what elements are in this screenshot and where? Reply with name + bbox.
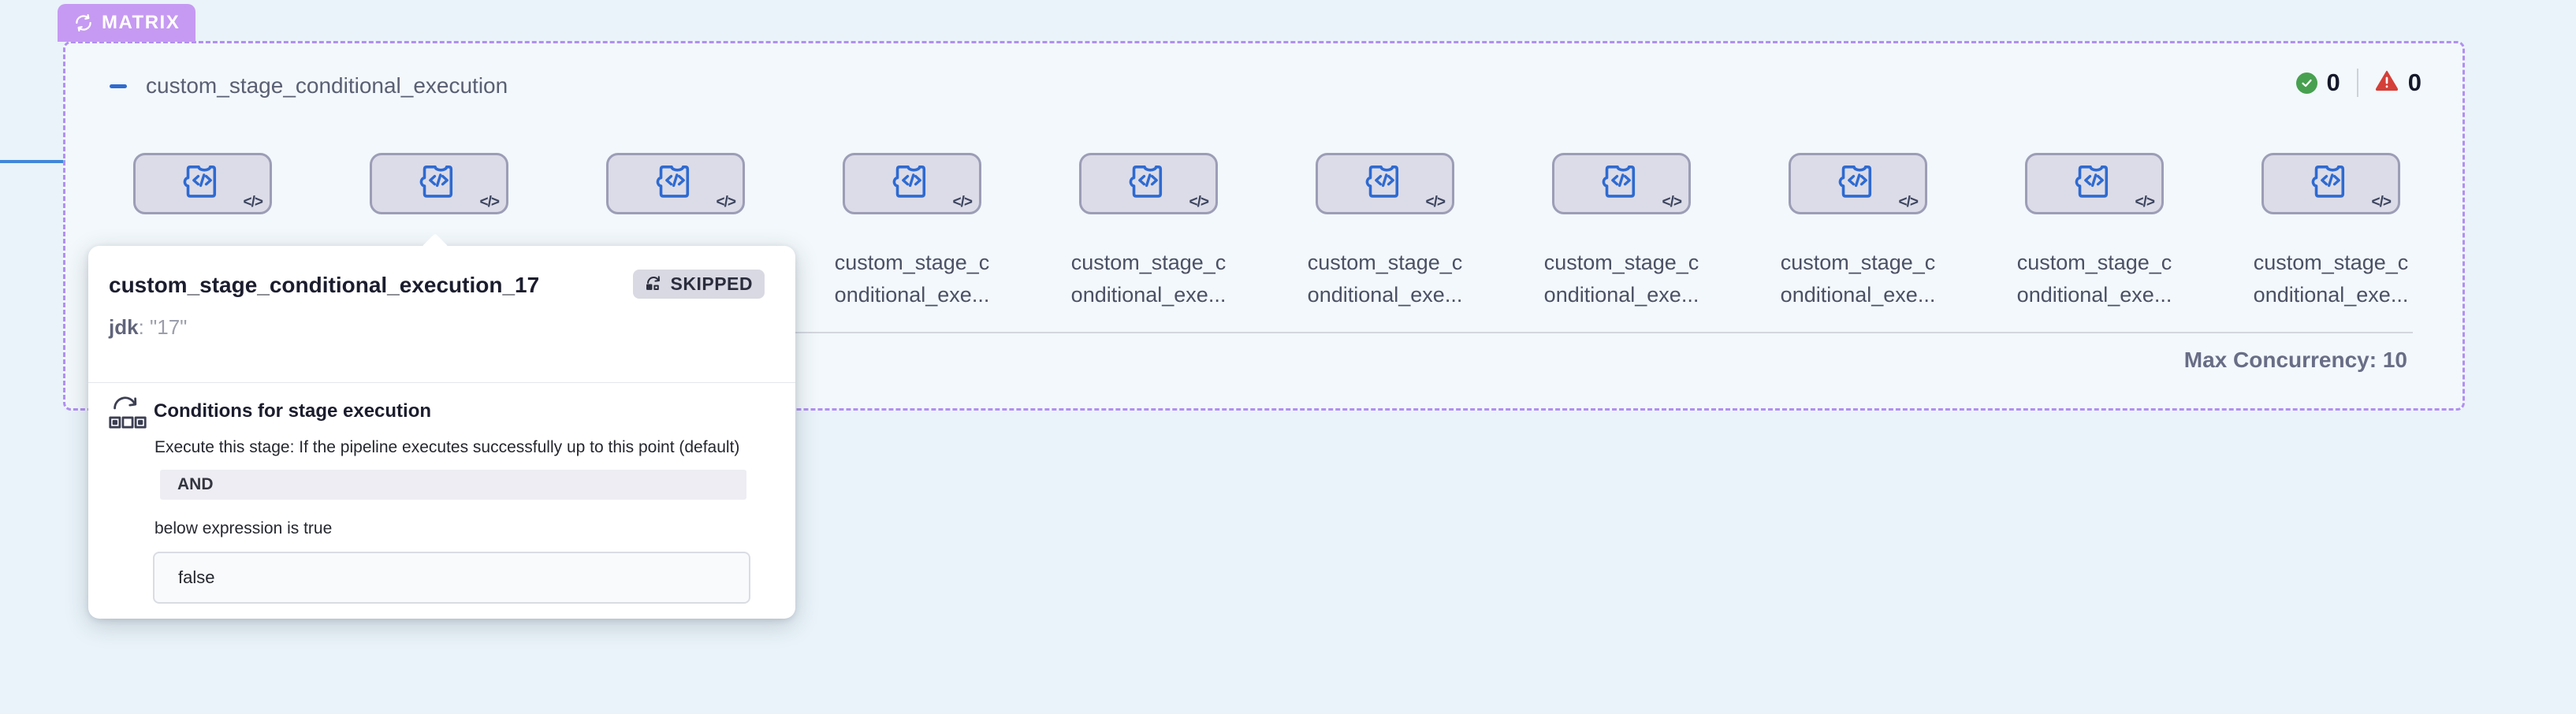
concurrency-divider <box>97 332 2413 333</box>
stage-label: custom_stage_c onditional_exe... <box>1070 251 1227 307</box>
stage-label: custom_stage_c onditional_exe... <box>1543 251 1699 307</box>
custom-stage-icon <box>1835 158 1878 205</box>
code-glyph-icon: </> <box>1662 194 1683 210</box>
code-glyph-icon: </> <box>243 194 264 210</box>
matrix-badge[interactable]: MATRIX <box>58 4 196 42</box>
status-divider <box>2356 69 2358 97</box>
stage-label: custom_stage_c onditional_exe... <box>2016 251 2172 307</box>
custom-stage-icon <box>2308 158 2351 205</box>
param-key: jdk <box>109 315 139 339</box>
tooltip-stage-title: custom_stage_conditional_execution_17 <box>109 273 540 297</box>
tooltip-divider <box>88 382 795 383</box>
pipeline-connector-line <box>0 160 65 163</box>
param-value: : "17" <box>138 315 188 339</box>
matrix-badge-label: MATRIX <box>102 12 181 33</box>
expression-value: false <box>178 567 215 587</box>
stage-card[interactable]: </> <box>1789 153 1927 214</box>
conditional-execution-icon <box>109 395 147 433</box>
condition-description: Execute this stage: If the pipeline exec… <box>154 438 740 456</box>
code-glyph-icon: </> <box>2135 194 2156 210</box>
custom-stage-icon <box>416 158 459 205</box>
code-glyph-icon: </> <box>952 194 973 210</box>
code-glyph-icon: </> <box>716 194 737 210</box>
stage-card[interactable]: </> <box>1079 153 1218 214</box>
stage-card[interactable]: </> <box>1316 153 1454 214</box>
collapse-toggle-icon[interactable] <box>110 84 127 88</box>
stage-card[interactable]: </> <box>133 153 272 214</box>
stage-tooltip: custom_stage_conditional_execution_17 SK… <box>88 233 795 619</box>
stage-card[interactable]: </> <box>1552 153 1691 214</box>
custom-stage-icon <box>180 158 222 205</box>
matrix-param: jdk: "17" <box>109 315 187 340</box>
custom-stage-icon <box>1126 158 1168 205</box>
code-glyph-icon: </> <box>2371 194 2392 210</box>
matrix-group-title: custom_stage_conditional_execution <box>146 73 508 98</box>
custom-stage-icon <box>2072 158 2114 205</box>
custom-stage-icon <box>889 158 932 205</box>
warning-triangle-icon <box>2375 70 2399 95</box>
loop-icon <box>73 13 94 33</box>
conditions-section-title: Conditions for stage execution <box>154 400 432 422</box>
matrix-group-header: custom_stage_conditional_execution <box>110 73 508 99</box>
stage-card[interactable]: </> <box>606 153 745 214</box>
stage-card[interactable]: </> <box>370 153 508 214</box>
status-badge-label: SKIPPED <box>670 273 753 294</box>
stage-card[interactable]: </> <box>843 153 981 214</box>
failed-count: 0 <box>2407 69 2422 96</box>
code-glyph-icon: </> <box>1898 194 1919 210</box>
status-badge: SKIPPED <box>632 270 765 299</box>
code-glyph-icon: </> <box>1425 194 1446 210</box>
stage-label: custom_stage_c onditional_exe... <box>834 251 990 307</box>
max-concurrency-label: Max Concurrency: 10 <box>2183 348 2407 372</box>
custom-stage-icon <box>1599 158 1641 205</box>
code-glyph-icon: </> <box>1189 194 1210 210</box>
expression-value-box[interactable]: false <box>153 552 750 604</box>
operator-pill: AND <box>160 470 746 500</box>
skip-icon <box>645 273 664 296</box>
stage-label: custom_stage_c onditional_exe... <box>1307 251 1463 307</box>
condition-note: below expression is true <box>154 519 333 537</box>
code-glyph-icon: </> <box>479 194 501 210</box>
stage-card[interactable]: </> <box>2025 153 2164 214</box>
success-count: 0 <box>2326 69 2340 96</box>
stage-card[interactable]: </> <box>2261 153 2400 214</box>
custom-stage-icon <box>653 158 695 205</box>
stage-label: custom_stage_c onditional_exe... <box>1780 251 1936 307</box>
success-check-icon <box>2295 72 2317 94</box>
matrix-status-summary: 0 0 <box>2295 69 2422 97</box>
custom-stage-icon <box>1362 158 1405 205</box>
stage-label: custom_stage_c onditional_exe... <box>2253 251 2409 307</box>
